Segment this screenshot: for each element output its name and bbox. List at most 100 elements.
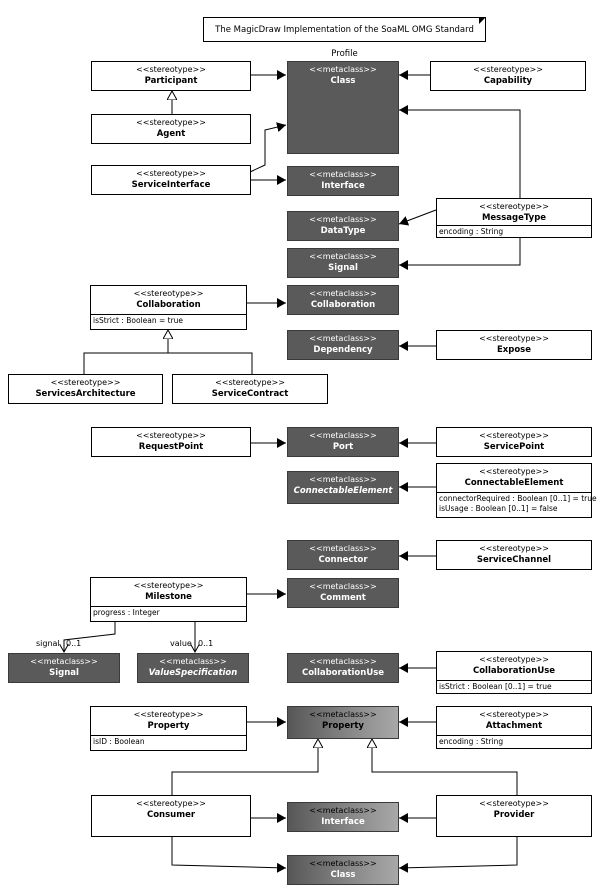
stereotype-name: Agent xyxy=(156,129,186,139)
metaclass-keyword: <<metaclass>> xyxy=(30,657,98,666)
metaclass-name: DataType xyxy=(320,226,366,236)
value-multiplicity-label: 0..1 xyxy=(198,639,214,648)
signal-multiplicity-label: 0..1 xyxy=(66,639,82,648)
stereotype-name: Attachment xyxy=(485,721,543,731)
stereotype-keyword: <<stereotype>> xyxy=(479,334,549,343)
metaclass-keyword: <<metaclass>> xyxy=(309,170,377,179)
attribute: connectorRequired : Boolean [0..1] = tru… xyxy=(439,494,597,503)
stereotype-consumer[interactable]: <<stereotype>> Consumer xyxy=(91,795,251,837)
stereotype-provider[interactable]: <<stereotype>> Provider xyxy=(436,795,592,837)
stereotype-name: Provider xyxy=(493,810,535,820)
stereotype-attachment[interactable]: <<stereotype>> Attachment encoding : Str… xyxy=(436,706,592,749)
metaclass-class[interactable]: <<metaclass>> Class xyxy=(287,61,399,154)
metaclass-interface-bottom[interactable]: <<metaclass>> Interface xyxy=(287,802,399,832)
attribute: progress : Integer xyxy=(93,608,160,617)
provider-extends-class xyxy=(398,837,518,873)
stereotype-connectable-element[interactable]: <<stereotype>> ConnectableElement connec… xyxy=(436,463,597,518)
provider-generalizes-property xyxy=(372,739,518,795)
attribute-compartment: isStrict : Boolean [0..1] = true xyxy=(437,680,591,693)
value-role-label: value xyxy=(170,639,192,648)
metaclass-comment[interactable]: <<metaclass>> Comment xyxy=(287,578,399,608)
stereotype-service-interface[interactable]: <<stereotype>> ServiceInterface xyxy=(91,165,251,195)
metaclass-keyword: <<metaclass>> xyxy=(309,65,377,74)
stereotype-property[interactable]: <<stereotype>> Property isID : Boolean xyxy=(90,706,247,751)
metaclass-keyword: <<metaclass>> xyxy=(309,806,377,815)
messagetype-extends-datatype xyxy=(398,209,437,226)
servicecontract-generalizes-collaboration xyxy=(168,352,253,374)
metaclass-class-bottom[interactable]: <<metaclass>> Class xyxy=(287,855,399,885)
metaclass-keyword: <<metaclass>> xyxy=(309,215,377,224)
metaclass-name: Port xyxy=(332,442,354,452)
metaclass-keyword: <<metaclass>> xyxy=(309,252,377,261)
stereotype-name: Expose xyxy=(496,345,532,355)
attribute-compartment: encoding : String xyxy=(437,735,591,748)
stereotype-keyword: <<stereotype>> xyxy=(133,289,204,298)
stereotype-message-type[interactable]: <<stereotype>> MessageType encoding : St… xyxy=(436,198,592,238)
attribute: isUsage : Boolean [0..1] = false xyxy=(439,504,558,513)
stereotype-expose[interactable]: <<stereotype>> Expose xyxy=(436,330,592,360)
metaclass-name: Dependency xyxy=(313,345,373,355)
stereotype-collaboration-use[interactable]: <<stereotype>> CollaborationUse isStrict… xyxy=(436,651,592,694)
attribute: isID : Boolean xyxy=(93,737,145,746)
stereotype-keyword: <<stereotype>> xyxy=(473,65,543,74)
stereotype-request-point[interactable]: <<stereotype>> RequestPoint xyxy=(91,427,251,457)
metaclass-value-specification[interactable]: <<metaclass>> ValueSpecification xyxy=(137,653,249,683)
metaclass-keyword: <<metaclass>> xyxy=(309,289,377,298)
metaclass-signal[interactable]: <<metaclass>> Signal xyxy=(287,248,399,278)
stereotype-name: MessageType xyxy=(481,213,547,223)
stereotype-agent[interactable]: <<stereotype>> Agent xyxy=(91,114,251,144)
metaclass-datatype[interactable]: <<metaclass>> DataType xyxy=(287,211,399,241)
stereotype-services-architecture[interactable]: <<stereotype>> ServicesArchitecture xyxy=(8,374,163,404)
metaclass-dependency[interactable]: <<metaclass>> Dependency xyxy=(287,330,399,360)
metaclass-name: ConnectableElement xyxy=(293,486,393,496)
stereotype-service-point[interactable]: <<stereotype>> ServicePoint xyxy=(436,427,592,457)
stereotype-service-channel[interactable]: <<stereotype>> ServiceChannel xyxy=(436,540,592,570)
stereotype-keyword: <<stereotype>> xyxy=(136,799,206,808)
stereotype-name: RequestPoint xyxy=(138,442,204,452)
metaclass-signal-left[interactable]: <<metaclass>> Signal xyxy=(8,653,120,683)
attribute-compartment: encoding : String xyxy=(437,225,591,238)
consumer-generalizes-property xyxy=(171,739,318,795)
stereotype-participant[interactable]: <<stereotype>> Participant xyxy=(91,61,251,91)
metaclass-interface[interactable]: <<metaclass>> Interface xyxy=(287,166,399,196)
metaclass-port[interactable]: <<metaclass>> Port xyxy=(287,427,399,457)
stereotype-keyword: <<stereotype>> xyxy=(479,202,549,211)
metaclass-collaboration[interactable]: <<metaclass>> Collaboration xyxy=(287,285,399,315)
diagram-title: The MagicDraw Implementation of the SoaM… xyxy=(203,17,486,59)
stereotype-keyword: <<stereotype>> xyxy=(133,581,204,590)
metaclass-connector[interactable]: <<metaclass>> Connector xyxy=(287,540,399,570)
attribute-compartment: isStrict : Boolean = true xyxy=(91,314,246,327)
attribute: isStrict : Boolean [0..1] = true xyxy=(439,682,552,691)
stereotype-name: ServiceInterface xyxy=(131,180,211,190)
stereotype-name: Consumer xyxy=(146,810,196,820)
metaclass-connectable-element[interactable]: <<metaclass>> ConnectableElement xyxy=(287,471,399,504)
metaclass-collaboration-use[interactable]: <<metaclass>> CollaborationUse xyxy=(287,653,399,683)
stereotype-name: Property xyxy=(147,721,190,731)
metaclass-name: Class xyxy=(330,76,356,86)
metaclass-name: Comment xyxy=(320,593,366,603)
stereotype-service-contract[interactable]: <<stereotype>> ServiceContract xyxy=(172,374,328,404)
metaclass-name: ValueSpecification xyxy=(148,668,238,678)
stereotype-keyword: <<stereotype>> xyxy=(479,467,549,476)
consumer-extends-class xyxy=(171,837,287,873)
stereotype-collaboration[interactable]: <<stereotype>> Collaboration isStrict : … xyxy=(90,285,247,330)
stereotype-name: Participant xyxy=(144,76,198,86)
metaclass-keyword: <<metaclass>> xyxy=(309,544,377,553)
attribute: isStrict : Boolean = true xyxy=(93,316,184,325)
metaclass-keyword: <<metaclass>> xyxy=(309,431,377,440)
stereotype-keyword: <<stereotype>> xyxy=(136,431,206,440)
stereotype-capability[interactable]: <<stereotype>> Capability xyxy=(430,61,586,91)
messagetype-extends-class xyxy=(399,105,521,198)
stereotype-milestone[interactable]: <<stereotype>> Milestone progress : Inte… xyxy=(90,577,247,622)
stereotype-keyword: <<stereotype>> xyxy=(215,378,285,387)
metaclass-keyword: <<metaclass>> xyxy=(309,710,377,719)
servicesarch-generalizes-collaboration xyxy=(83,330,168,374)
metaclass-property[interactable]: <<metaclass>> Property xyxy=(287,706,399,739)
stereotype-keyword: <<stereotype>> xyxy=(136,169,206,178)
stereotype-name: ServiceContract xyxy=(211,389,289,399)
metaclass-name: Interface xyxy=(321,181,365,191)
stereotype-keyword: <<stereotype>> xyxy=(136,118,206,127)
metaclass-name: Signal xyxy=(328,263,358,273)
stereotype-keyword: <<stereotype>> xyxy=(50,378,121,387)
